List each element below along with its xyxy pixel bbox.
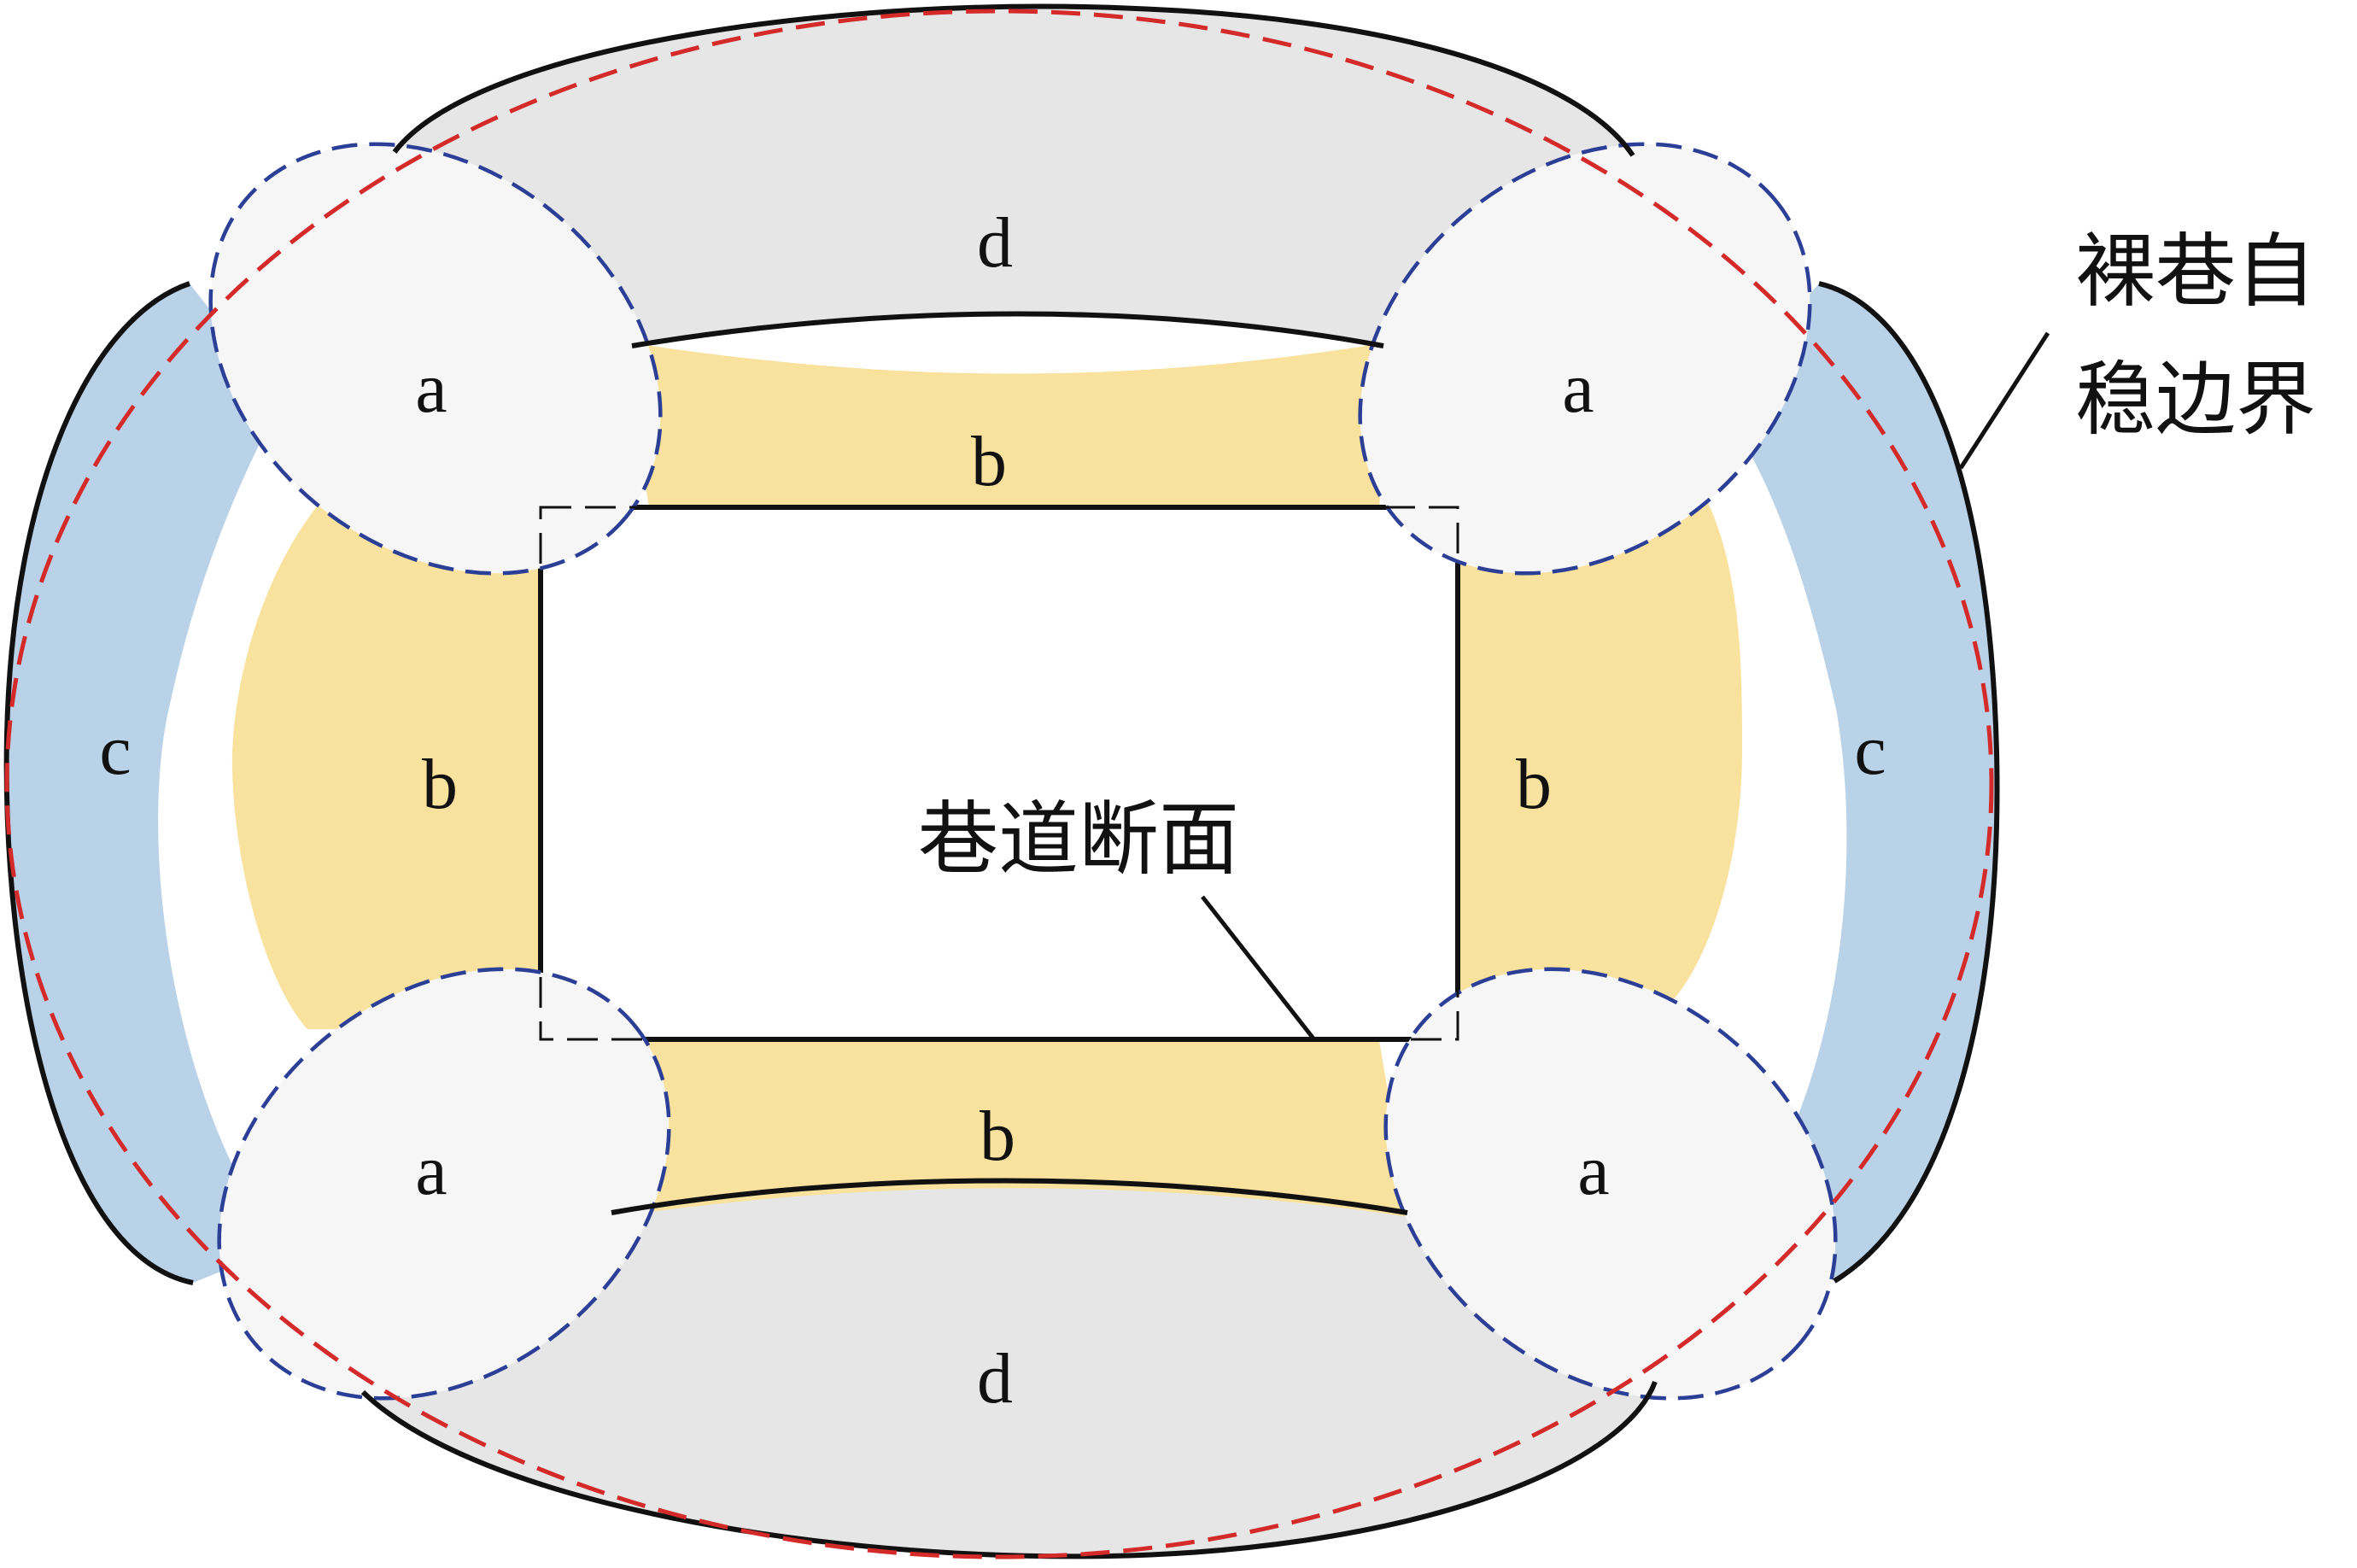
stable-boundary-line [4,9,1994,1559]
label-a-bottom-right: a [1577,1131,1609,1210]
leader-stable-boundary [1958,331,2050,470]
label-a-bottom-left: a [415,1131,447,1210]
label-a-top-right: a [1562,348,1594,428]
label-c-left: c [99,711,131,790]
zone-a-top-left [208,142,663,576]
outline-bottom-inner [611,1178,1408,1215]
zone-d-bottom [363,1180,1655,1557]
zone-b-bottom [615,1040,1409,1217]
outline-top-inner [631,311,1384,348]
label-d-bottom: d [977,1339,1013,1419]
outline-right [1818,281,2000,1284]
label-b-bottom: b [980,1097,1015,1176]
label-b-left: b [422,745,458,824]
roadway-dashed-frame [539,506,1459,1041]
outline-top [392,3,1635,157]
label-stable-boundary-line1: 裸巷自 [2075,225,2316,319]
label-a-top-left: a [415,348,447,428]
zone-d-top [395,6,1633,346]
zone-a-bottom-left [217,967,671,1401]
zone-c-right [1717,284,1997,1281]
outer-outlines [3,3,2000,1559]
label-b-top: b [971,422,1007,501]
label-roadway-section: 巷道断面 [918,793,1239,886]
zone-a-bottom-right [1383,967,1838,1401]
zone-b-top [623,342,1392,508]
zone-b-right [1457,478,1742,999]
roadway-section [538,505,1460,1042]
leader-roadway-section [1201,895,1315,1040]
label-stable-boundary-line2: 稳边界 [2075,354,2316,447]
zone-a-top-right [1358,142,1812,576]
label-d-top: d [977,203,1013,283]
label-b-right: b [1516,745,1552,824]
zone-b-left [231,478,547,1029]
label-c-right: c [1854,711,1886,790]
zone-c-left [6,284,283,1283]
